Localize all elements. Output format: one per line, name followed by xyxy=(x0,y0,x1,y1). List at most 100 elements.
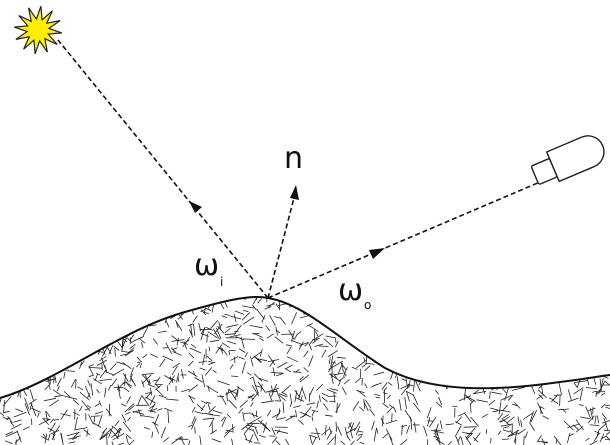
texture-stroke xyxy=(79,354,80,359)
texture-stroke xyxy=(557,344,561,347)
texture-stroke xyxy=(600,317,605,324)
texture-stroke xyxy=(377,327,382,328)
texture-stroke xyxy=(579,346,587,351)
texture-stroke xyxy=(424,336,427,345)
texture-stroke xyxy=(544,347,547,352)
texture-stroke xyxy=(415,349,421,358)
svg-text:ω: ω xyxy=(338,273,363,308)
texture-stroke xyxy=(79,313,88,318)
texture-stroke xyxy=(499,302,506,311)
texture-stroke xyxy=(405,324,416,327)
texture-stroke xyxy=(60,348,65,350)
texture-stroke xyxy=(558,314,559,323)
texture-stroke xyxy=(359,326,368,334)
texture-stroke xyxy=(377,300,379,311)
texture-stroke xyxy=(397,353,400,359)
texture-stroke xyxy=(543,292,550,299)
texture-stroke xyxy=(441,293,452,299)
texture-stroke xyxy=(493,322,498,325)
texture-stroke xyxy=(387,356,391,364)
texture-stroke xyxy=(499,304,511,308)
texture-stroke xyxy=(192,295,199,298)
texture-stroke xyxy=(553,299,558,301)
texture-stroke xyxy=(318,287,320,300)
texture-stroke xyxy=(536,329,542,338)
texture-stroke xyxy=(496,333,499,337)
texture-stroke xyxy=(606,363,607,373)
texture-stroke xyxy=(392,366,397,368)
texture-stroke xyxy=(553,328,557,336)
texture-stroke xyxy=(356,312,362,319)
texture-stroke xyxy=(322,305,330,312)
camera-body xyxy=(547,131,609,182)
texture-stroke xyxy=(7,318,13,325)
texture-stroke xyxy=(404,335,409,341)
texture-stroke xyxy=(469,309,470,314)
texture-stroke xyxy=(527,370,535,374)
texture-stroke xyxy=(423,348,425,353)
texture-stroke xyxy=(419,304,426,313)
texture-stroke xyxy=(512,340,520,347)
texture-stroke xyxy=(574,375,586,378)
texture-stroke xyxy=(104,326,112,334)
texture-stroke xyxy=(501,351,503,360)
texture-stroke xyxy=(38,300,42,308)
texture-stroke xyxy=(558,351,564,358)
texture-stroke xyxy=(526,321,529,325)
texture-stroke xyxy=(575,349,584,351)
texture-stroke xyxy=(524,436,525,445)
texture-stroke xyxy=(102,314,109,322)
texture-stroke xyxy=(395,362,398,365)
texture-stroke xyxy=(107,435,108,444)
texture-stroke xyxy=(18,376,28,378)
texture-stroke xyxy=(67,339,74,348)
texture-stroke xyxy=(494,300,499,304)
texture-stroke xyxy=(516,323,520,331)
texture-stroke xyxy=(6,290,9,299)
texture-stroke xyxy=(489,347,498,349)
texture-stroke xyxy=(43,353,47,365)
texture-stroke xyxy=(595,321,597,327)
texture-stroke xyxy=(552,326,554,333)
texture-stroke xyxy=(319,346,328,347)
texture-stroke xyxy=(439,372,445,373)
texture-stroke xyxy=(9,383,20,384)
texture-stroke xyxy=(82,293,94,297)
texture-stroke xyxy=(585,296,586,302)
texture-stroke xyxy=(447,313,448,319)
texture-stroke xyxy=(29,372,41,373)
texture-stroke xyxy=(517,351,519,363)
texture-stroke xyxy=(13,365,18,368)
sun-icon xyxy=(14,6,62,54)
texture-stroke xyxy=(386,336,388,342)
texture-stroke xyxy=(76,318,87,323)
texture-stroke xyxy=(0,299,6,302)
texture-stroke xyxy=(129,311,141,313)
texture-stroke xyxy=(0,366,1,370)
texture-stroke xyxy=(420,354,421,367)
texture-stroke xyxy=(421,325,431,332)
texture-stroke xyxy=(584,301,591,311)
outgoing-arrowhead xyxy=(369,248,385,259)
texture-stroke xyxy=(1,347,4,355)
texture-stroke xyxy=(99,341,104,348)
texture-stroke xyxy=(549,323,550,332)
texture-stroke xyxy=(524,363,526,370)
texture-stroke xyxy=(56,367,60,370)
texture-stroke xyxy=(120,316,130,324)
texture-stroke xyxy=(58,329,62,337)
texture-stroke xyxy=(69,320,72,330)
texture-stroke xyxy=(495,351,496,362)
texture-stroke xyxy=(520,321,521,327)
texture-stroke xyxy=(71,297,79,307)
texture-stroke xyxy=(445,305,451,308)
texture-stroke xyxy=(22,332,27,336)
texture-stroke xyxy=(39,324,50,329)
texture-stroke xyxy=(558,338,564,343)
texture-stroke xyxy=(45,354,49,360)
texture-stroke xyxy=(6,309,12,317)
texture-stroke xyxy=(564,342,571,346)
texture-stroke xyxy=(496,322,502,333)
svg-text:o: o xyxy=(364,298,371,312)
texture-stroke xyxy=(544,336,550,337)
